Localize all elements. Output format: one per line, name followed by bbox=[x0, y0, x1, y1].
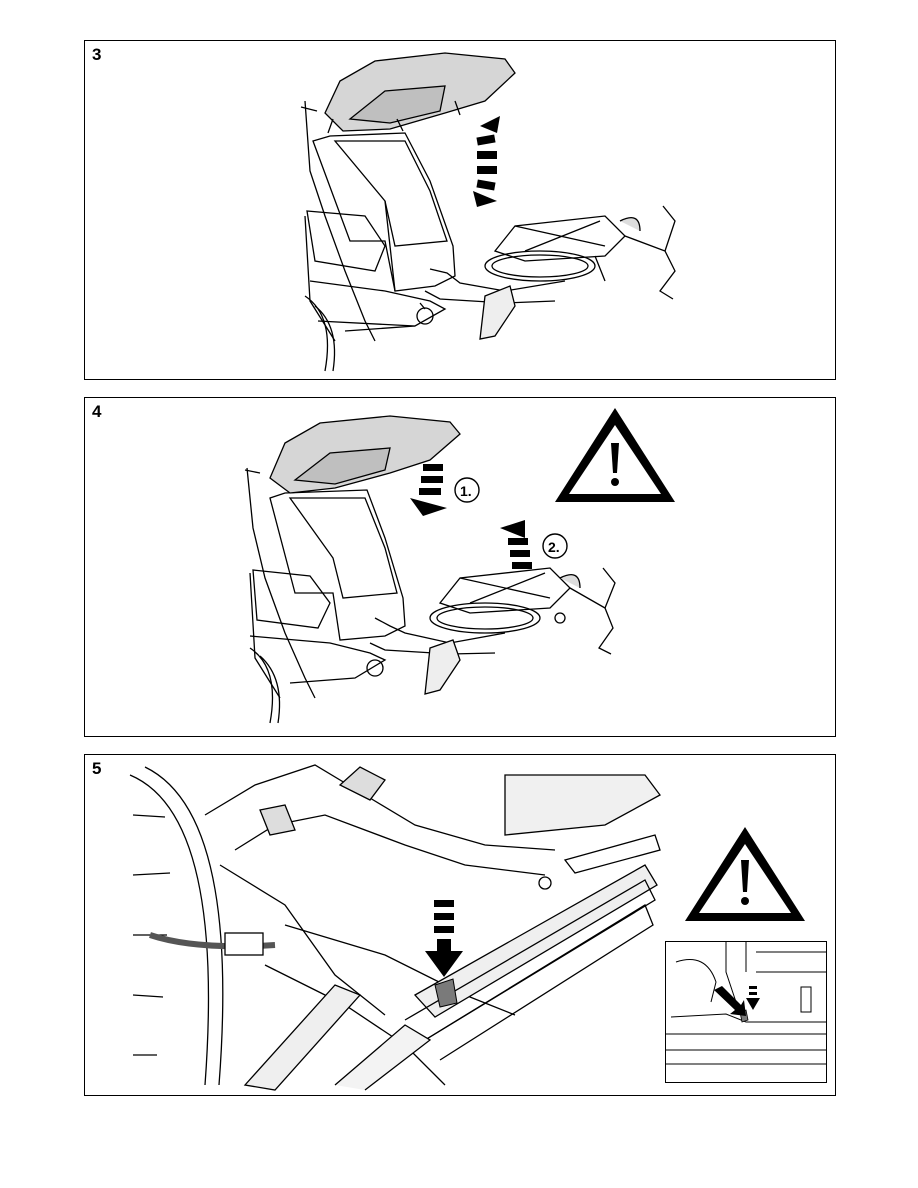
step-5-panel: 5 bbox=[84, 754, 836, 1096]
warning-triangle-icon bbox=[555, 408, 675, 502]
step-3-panel: 3 bbox=[84, 40, 836, 380]
warning-triangle-icon bbox=[685, 827, 805, 921]
arrow-icon bbox=[473, 116, 500, 207]
arrow-icon bbox=[410, 464, 447, 516]
step-3-illustration bbox=[85, 41, 837, 381]
callout-1: 1. bbox=[460, 483, 472, 499]
detail-illustration bbox=[666, 942, 827, 1083]
callout-2: 2. bbox=[548, 539, 560, 555]
car-body bbox=[247, 468, 315, 698]
step-4-illustration: 1. 2. bbox=[85, 398, 837, 738]
arrow-icon bbox=[425, 900, 463, 977]
arrow-icon bbox=[500, 520, 532, 569]
detail-inset bbox=[665, 941, 827, 1083]
arrow-icon bbox=[714, 986, 760, 1016]
step-4-panel: 4 bbox=[84, 397, 836, 737]
